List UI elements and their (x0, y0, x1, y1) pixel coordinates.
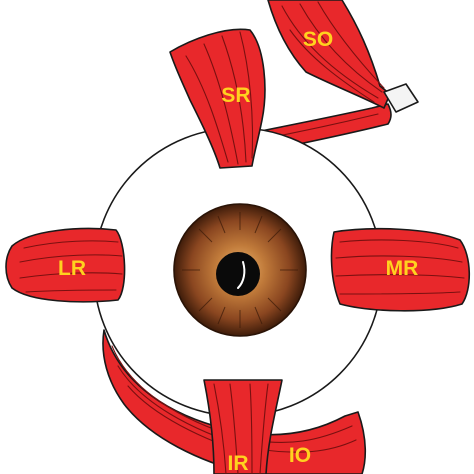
superior-oblique-muscle (267, 0, 391, 109)
inferior-rectus-muscle (203, 379, 283, 474)
label-ir: IR (228, 452, 249, 474)
label-sr: SR (221, 84, 250, 107)
label-lr: LR (58, 257, 86, 280)
label-io: IO (289, 444, 311, 467)
label-so: SO (303, 28, 333, 51)
medial-rectus-muscle (330, 227, 471, 312)
pupil (216, 252, 260, 296)
superior-rectus-muscle (169, 28, 266, 169)
lateral-rectus-muscle (5, 227, 126, 303)
label-mr: MR (386, 257, 419, 280)
trochlea (383, 83, 419, 113)
